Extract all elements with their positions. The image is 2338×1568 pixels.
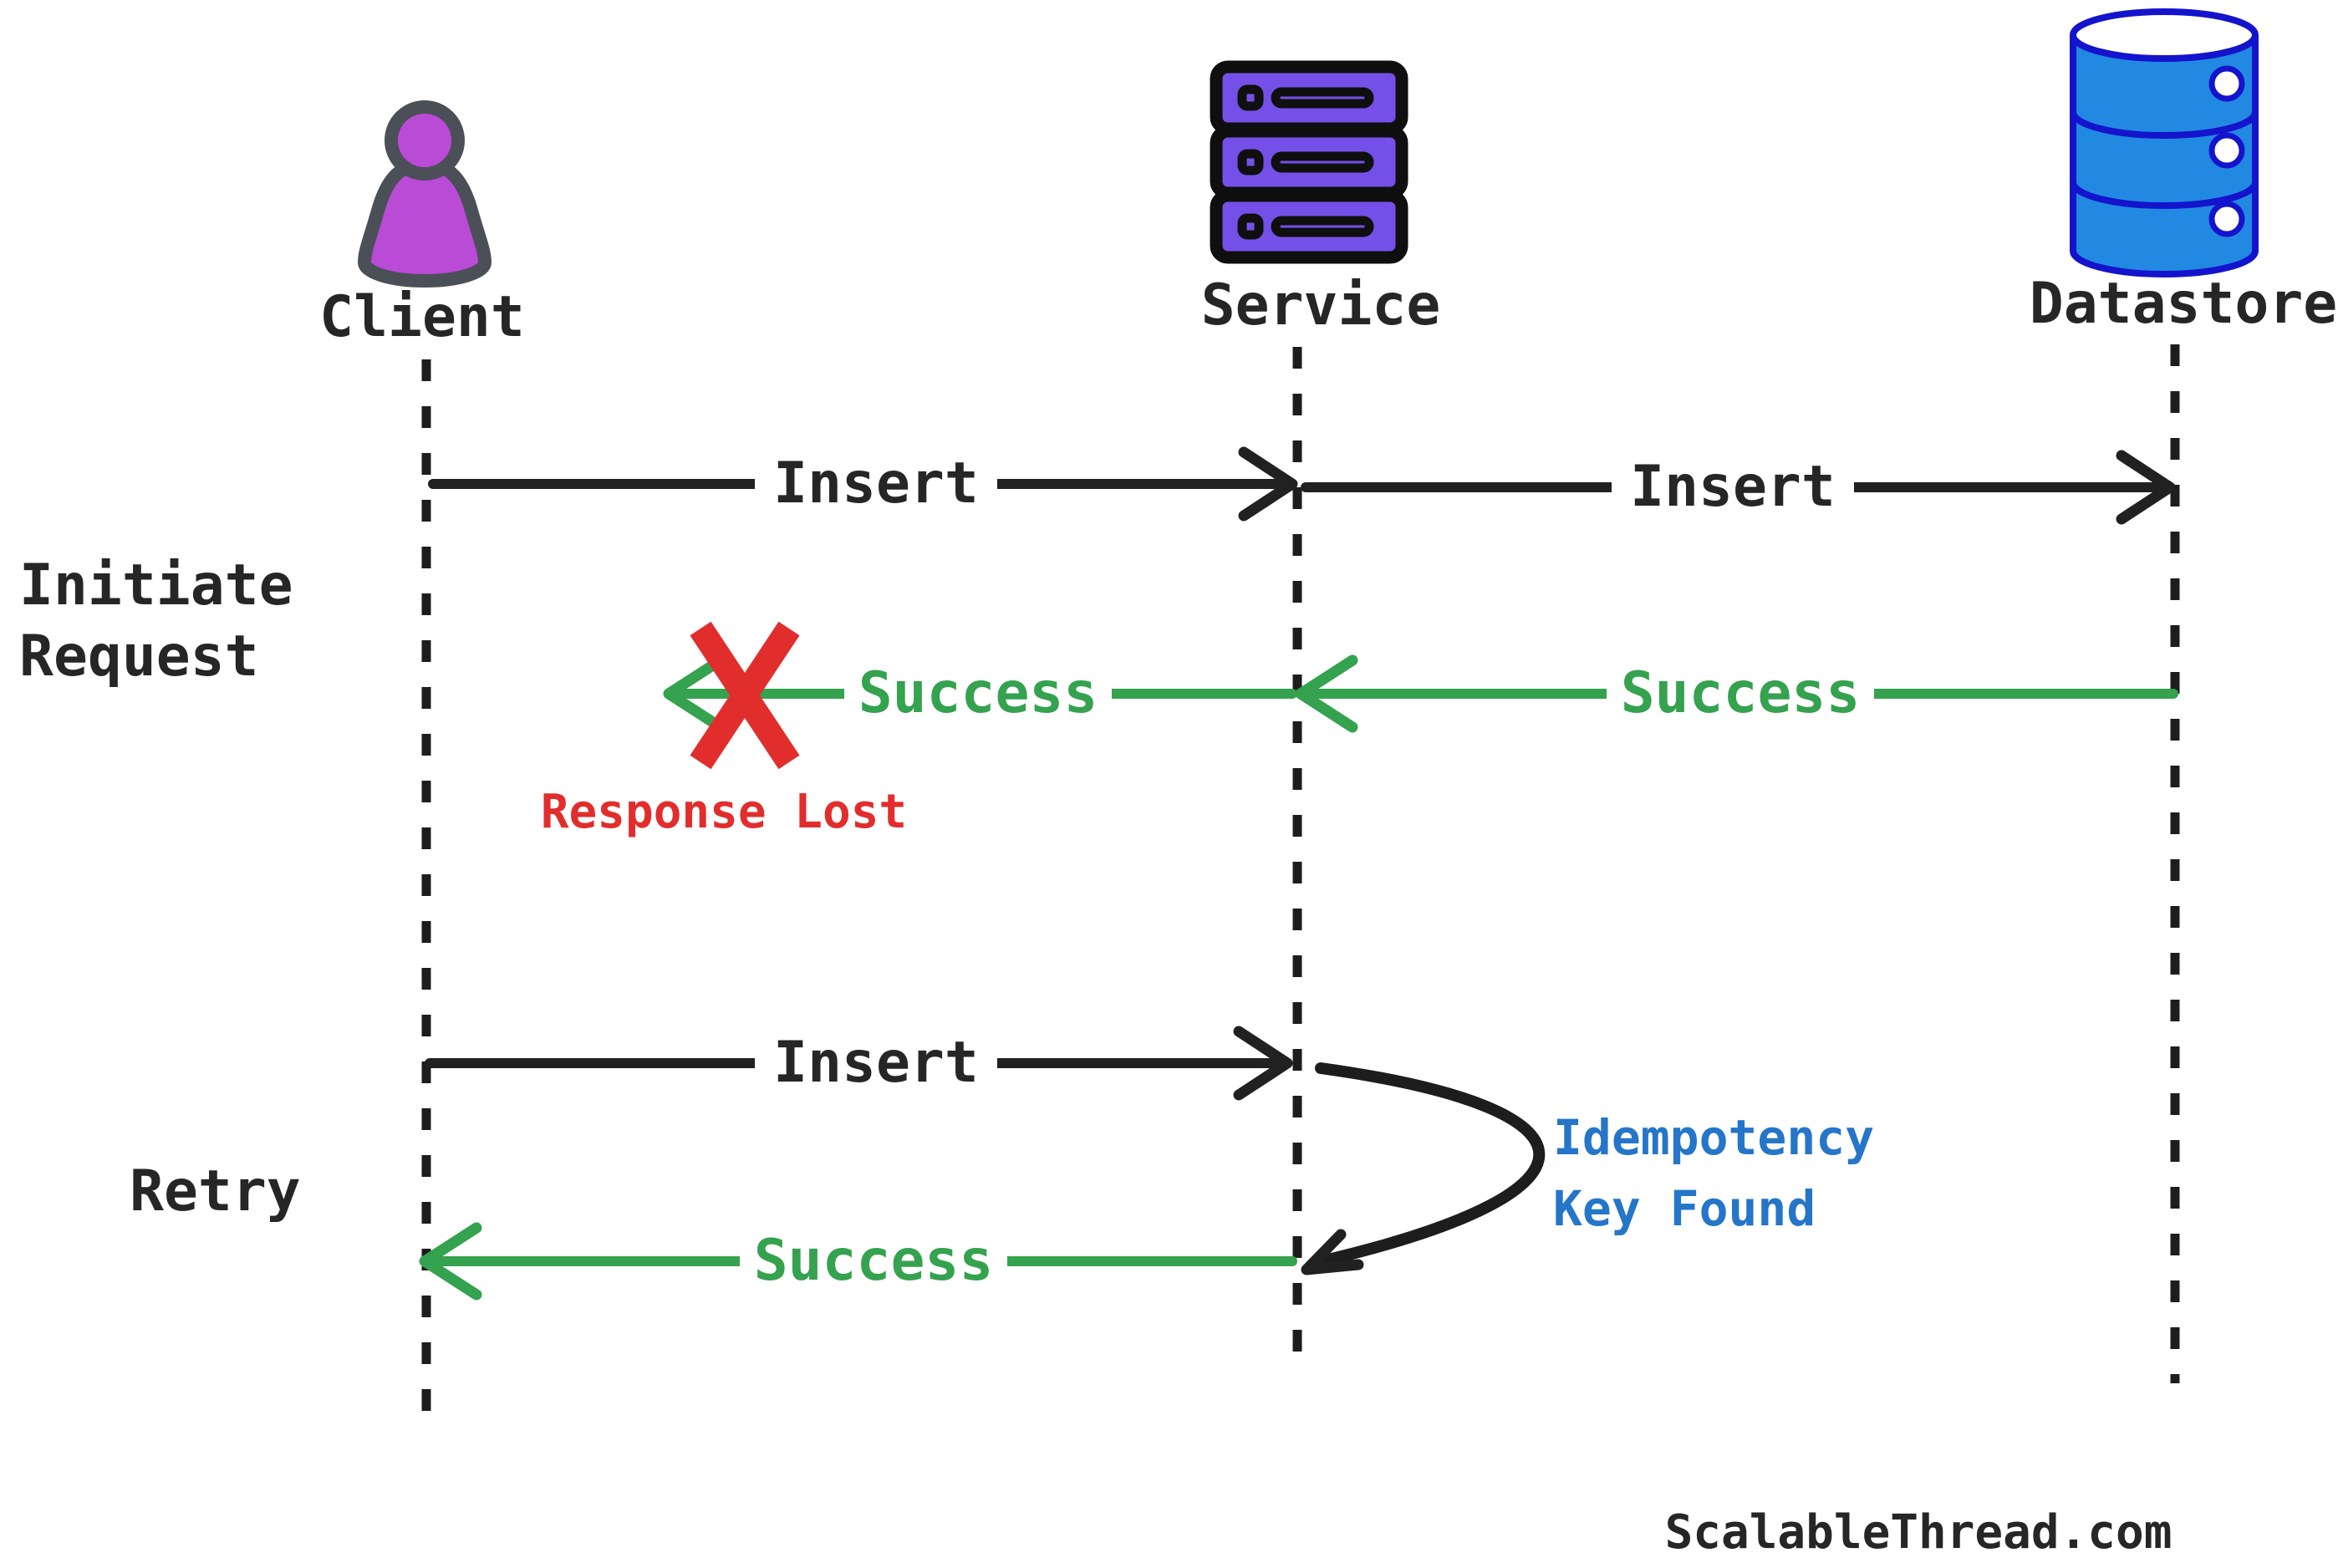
section-retry-label: Retry — [130, 1158, 301, 1224]
idempotency-annotation-line2: Key Found — [1553, 1180, 1816, 1237]
database-dot — [2208, 65, 2245, 102]
message-label: Success — [858, 660, 1098, 726]
database-top — [2070, 8, 2259, 62]
server-led — [1237, 213, 1264, 240]
server-slot — [1271, 87, 1374, 109]
database-band — [2070, 181, 2259, 209]
arrowhead-right-icon — [2116, 450, 2176, 525]
failure-x-icon — [690, 621, 800, 770]
section-initiate-request-line2: Request — [19, 624, 259, 690]
datastore-database-icon — [2070, 8, 2259, 277]
message-label-bg — [740, 1224, 1007, 1299]
client-person-head — [385, 100, 465, 181]
idempotency-annotation-line1: Idempotency — [1553, 1109, 1874, 1166]
database-dot — [2208, 132, 2245, 169]
message-success-service-client-lost: Success Response Lost — [541, 621, 1297, 839]
message-insert-client-service: Insert — [428, 446, 1298, 522]
arrowhead-left-icon — [419, 1222, 482, 1301]
database-dot — [2208, 201, 2245, 237]
message-label: Success — [1621, 660, 1861, 726]
message-label: Insert — [1630, 454, 1836, 520]
message-label-bg — [844, 656, 1112, 731]
server-slot — [1271, 216, 1374, 237]
client-person-body — [358, 157, 492, 288]
message-insert-service-datastore: Insert — [1301, 450, 2176, 525]
brand-footer: ScalableThread.com — [1665, 1505, 2172, 1560]
response-lost-annotation: Response Lost — [541, 785, 907, 839]
arrowhead-left-icon — [663, 654, 726, 733]
server-led — [1237, 149, 1264, 176]
arrowhead-downleft-icon — [1301, 1229, 1364, 1275]
message-label: Success — [754, 1228, 994, 1294]
arrowhead-left-icon — [1295, 654, 1358, 733]
database-band — [2070, 111, 2259, 139]
message-label-bg — [755, 1026, 997, 1101]
message-label: Insert — [773, 1030, 979, 1096]
message-retry-success-service-client: Success — [419, 1222, 1297, 1301]
arrowhead-right-icon — [1238, 446, 1298, 522]
server-led — [1237, 84, 1264, 111]
message-label-bg — [1612, 450, 1854, 525]
datastore-label: Datastore — [2030, 271, 2337, 337]
arrowhead-right-icon — [1233, 1026, 1293, 1101]
section-initiate-request-line1: Initiate — [19, 552, 293, 619]
service-server-icon — [1210, 60, 1408, 264]
self-loop-curve — [1315, 1062, 1546, 1266]
message-label-bg — [755, 446, 997, 522]
service-label: Service — [1201, 272, 1441, 339]
message-success-datastore-service: Success — [1295, 654, 2178, 733]
message-label-bg — [1607, 656, 1874, 731]
server-slot — [1271, 151, 1374, 173]
client-label: Client — [319, 284, 525, 350]
service-self-loop: Idempotency Key Found — [1301, 1062, 1874, 1275]
message-retry-insert-client-service: Insert — [425, 1026, 1293, 1101]
client-person-icon — [358, 100, 492, 288]
server-row — [1210, 189, 1408, 264]
message-label: Insert — [773, 451, 979, 517]
